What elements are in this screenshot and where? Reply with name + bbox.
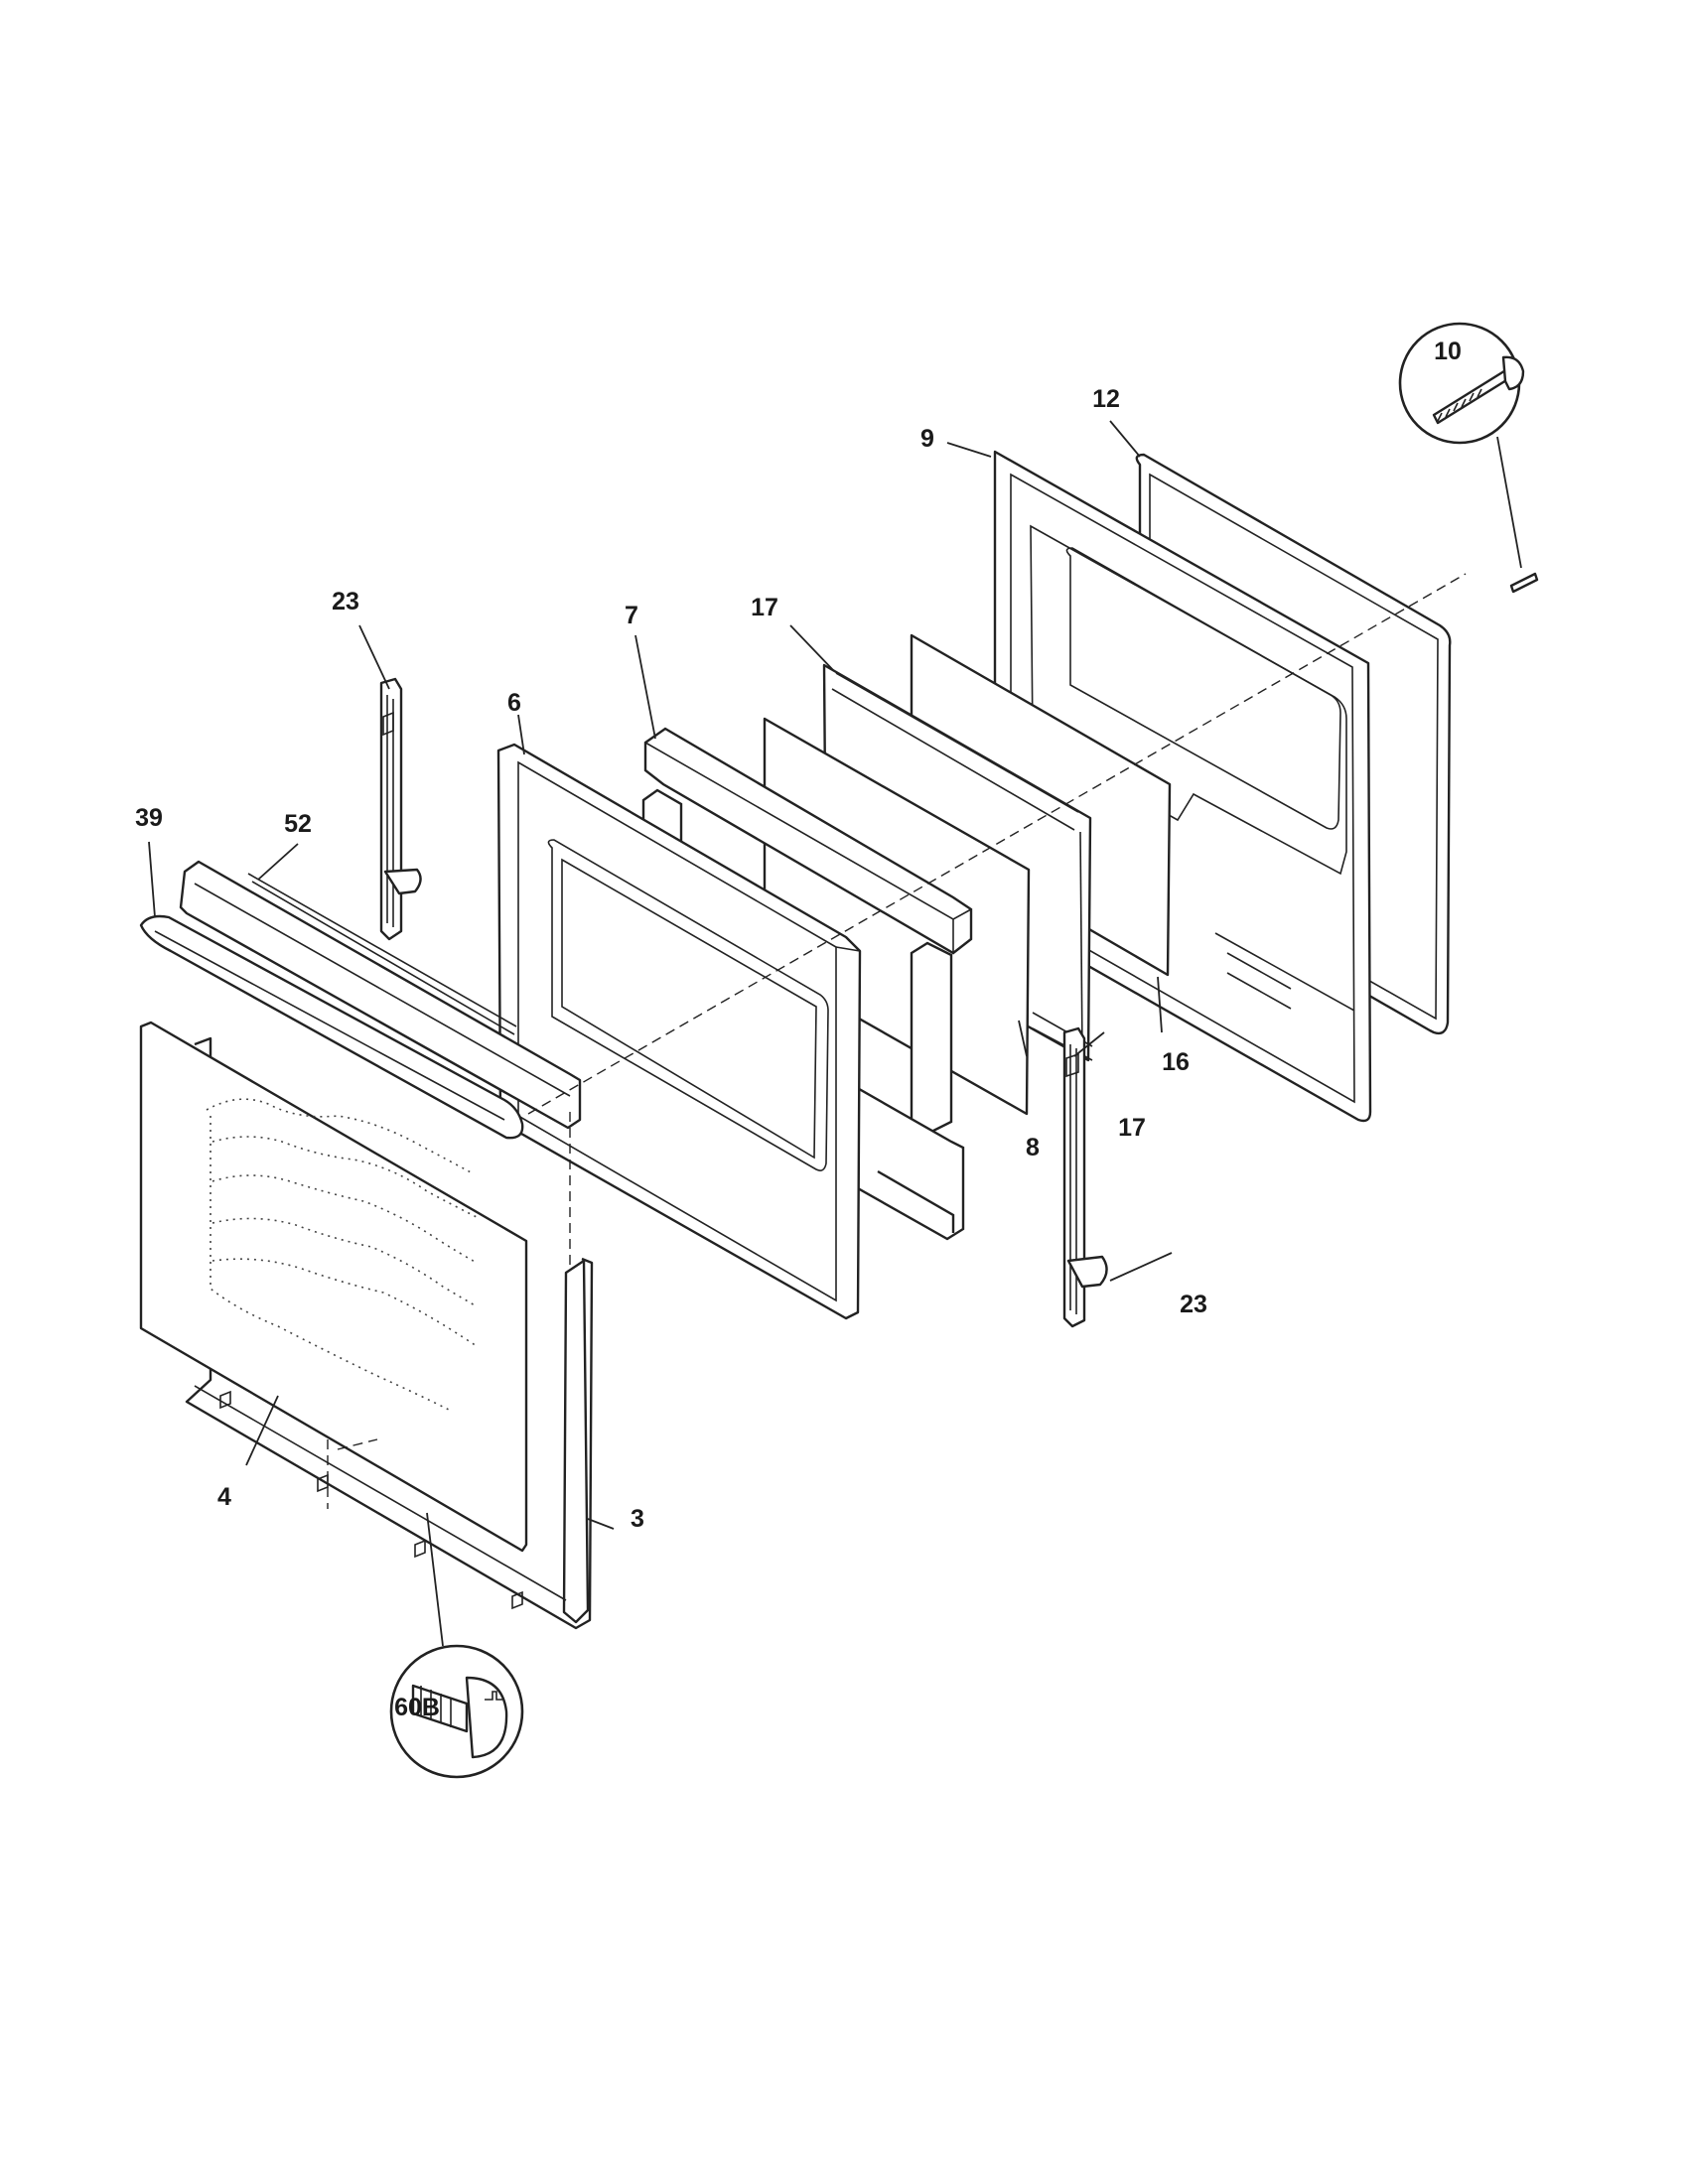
leader-16 (1157, 976, 1163, 1033)
callout-23-upper: 23 (332, 588, 359, 615)
leader-9 (946, 442, 992, 458)
callout-9: 9 (920, 425, 934, 453)
part-6-door-frame (496, 743, 862, 1320)
callout-4: 4 (217, 1483, 231, 1511)
part-52-handle-trim (179, 860, 582, 1130)
leader-39 (148, 841, 156, 918)
leader-4 (245, 1395, 279, 1466)
callout-23-lower: 23 (1180, 1291, 1207, 1318)
callout-10: 10 (1434, 338, 1462, 365)
callout-labels: 12 9 10 23 17 7 6 39 52 16 17 8 23 4 3 6… (135, 338, 1462, 1721)
callout-6: 6 (507, 689, 521, 717)
part-23-hinge-upper (379, 677, 422, 941)
leader-7 (634, 634, 656, 740)
callout-52: 52 (284, 810, 312, 838)
leader-6 (517, 714, 525, 755)
part-4-outer-glass (139, 1021, 528, 1553)
leader-17-lower (1073, 1031, 1105, 1057)
callout-3: 3 (631, 1505, 644, 1533)
leader-3 (587, 1518, 615, 1530)
callout-17-upper: 17 (751, 594, 778, 621)
callout-16: 16 (1162, 1048, 1190, 1076)
inset-10-door-screw (1398, 322, 1539, 594)
callout-12: 12 (1092, 385, 1120, 413)
callout-8: 8 (1026, 1134, 1040, 1161)
part-39-door-handle (139, 914, 524, 1140)
callout-7: 7 (625, 602, 638, 629)
assembly-axis-lines (327, 573, 1467, 1509)
callout-17-lower: 17 (1118, 1114, 1146, 1142)
leader-23-lower (1109, 1252, 1173, 1282)
inset-60b-screw (389, 1512, 524, 1779)
callout-leaders (148, 420, 1173, 1530)
leader-52 (257, 843, 299, 881)
part-23-hinge-lower (1062, 1026, 1108, 1328)
leader-23-upper (358, 624, 390, 690)
callout-39: 39 (135, 804, 163, 832)
leader-17-upper (789, 624, 835, 672)
leader-12 (1109, 420, 1141, 458)
leader-8 (1018, 1020, 1028, 1057)
callout-60b: 60B (394, 1694, 440, 1721)
